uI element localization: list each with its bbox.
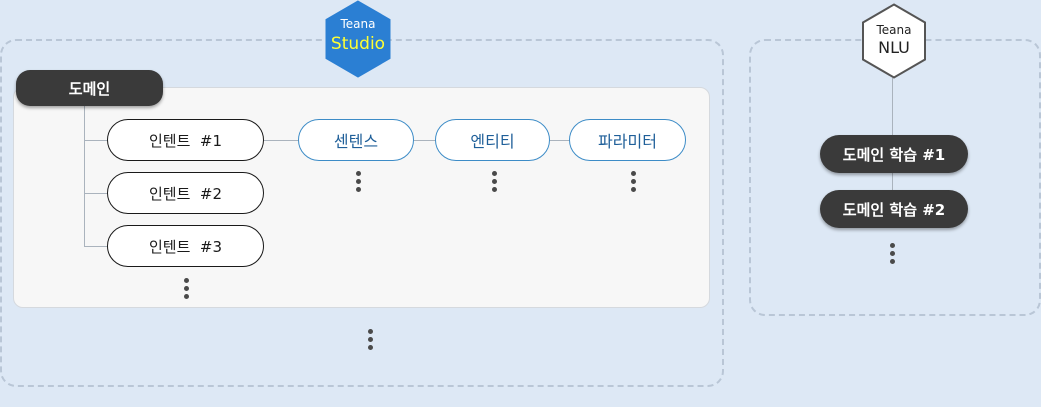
more-parameters-icon [631, 171, 637, 195]
sentence-pill[interactable]: 센텐스 [298, 119, 414, 161]
entity-pill[interactable]: 엔티티 [435, 119, 550, 161]
tree-trunk-line [84, 105, 85, 247]
connector-sentence-entity [413, 140, 436, 141]
parameter-pill[interactable]: 파라미터 [569, 119, 686, 161]
studio-badge-top: Teana [340, 17, 376, 31]
more-sentences-icon [356, 171, 362, 195]
teana-nlu-badge: Teana NLU [861, 3, 927, 79]
connector-entity-parameter [549, 140, 570, 141]
intent-pill-2[interactable]: 인텐트 #2 [107, 172, 264, 214]
connector-intent-sentence [263, 140, 299, 141]
more-trainings-icon [890, 243, 896, 267]
domain-training-pill-1[interactable]: 도메인 학습 #1 [820, 135, 968, 173]
tree-branch-1 [84, 140, 108, 141]
tree-branch-3 [84, 246, 108, 247]
tree-branch-2 [84, 193, 108, 194]
more-domains-icon [368, 329, 374, 353]
nlu-hexagon-icon [862, 3, 926, 79]
nlu-badge-top: Teana [876, 23, 912, 37]
domain-label: 도메인 [16, 70, 163, 106]
studio-hexagon-icon [325, 0, 391, 78]
more-entities-icon [492, 171, 498, 195]
nlu-group [749, 39, 1041, 316]
studio-badge-bottom: Studio [330, 34, 386, 54]
domain-training-pill-2[interactable]: 도메인 학습 #2 [820, 190, 968, 228]
teana-studio-badge: Teana Studio [324, 0, 392, 78]
intent-pill-1[interactable]: 인텐트 #1 [107, 119, 264, 161]
intent-pill-3[interactable]: 인텐트 #3 [107, 225, 264, 267]
more-intents-icon [184, 278, 190, 302]
nlu-badge-bottom: NLU [878, 38, 910, 57]
